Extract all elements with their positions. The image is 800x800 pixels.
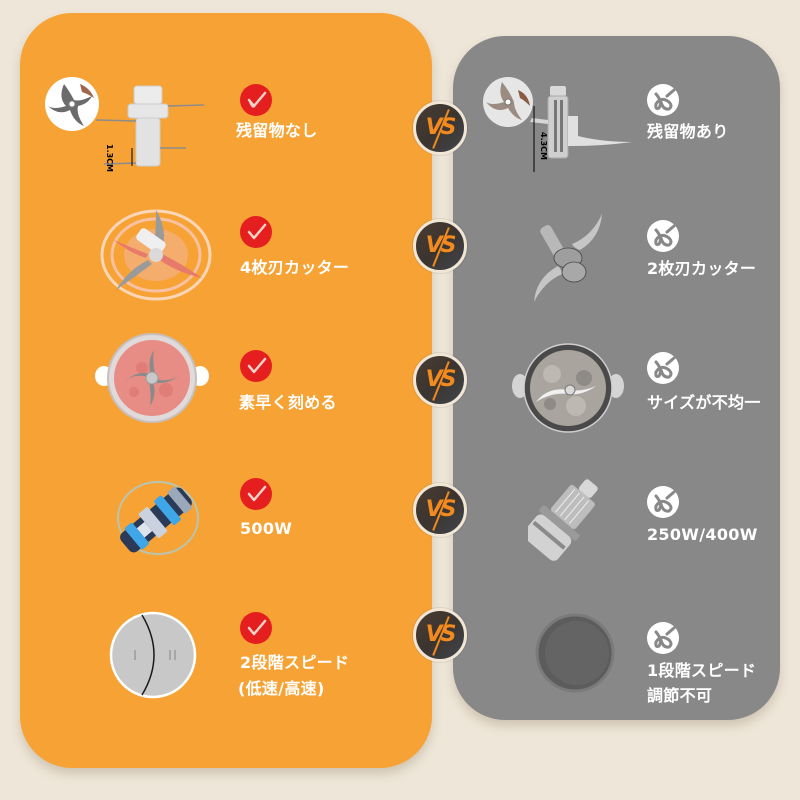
- blade-assembly-image: 1.3CM: [44, 76, 214, 176]
- blade-assembly-image-right: 4.3CM: [482, 76, 642, 176]
- vs-badge: VS: [413, 219, 467, 273]
- check-icon: [240, 84, 272, 116]
- feature-label: 500W: [240, 519, 293, 538]
- feature-label-sub: 調節不可: [647, 686, 713, 705]
- vs-badge: VS: [413, 483, 467, 537]
- feature-label: 素早く刻める: [239, 393, 337, 412]
- cross-icon: [647, 622, 679, 654]
- cross-icon: [647, 486, 679, 518]
- motor-image-right: [523, 474, 618, 574]
- check-icon: [240, 216, 272, 248]
- cross-icon: [647, 352, 679, 384]
- check-icon: [240, 478, 272, 510]
- uneven-meat-bowl-image: [512, 342, 624, 436]
- single-button-image: [534, 612, 616, 694]
- feature-label-sub: (低速/高速): [238, 679, 325, 698]
- feature-label: 250W/400W: [647, 525, 758, 544]
- minced-meat-bowl-image: [94, 332, 210, 432]
- feature-label: 2枚刃カッター: [647, 259, 757, 278]
- check-icon: [240, 350, 272, 382]
- feature-label: 残留物なし: [236, 121, 318, 140]
- cross-icon: [647, 220, 679, 252]
- cross-icon: [647, 84, 679, 116]
- check-icon: [240, 612, 272, 644]
- feature-label: 4枚刃カッター: [240, 258, 350, 277]
- measure-label-left: 1.3CM: [105, 144, 114, 173]
- left-comparison-panel: [20, 13, 432, 768]
- motor-image-left: [108, 470, 204, 570]
- vs-badge: VS: [413, 353, 467, 407]
- two-speed-button-image: [108, 610, 198, 700]
- feature-label: 残留物あり: [647, 122, 729, 141]
- two-blade-cutter-image: [528, 210, 618, 306]
- measure-label-right: 4.3CM: [539, 132, 548, 161]
- vs-badge: VS: [413, 608, 467, 662]
- four-blade-cutter-image: [96, 200, 216, 310]
- vs-badge: VS: [413, 101, 467, 155]
- feature-label: サイズが不均一: [647, 393, 761, 412]
- feature-label: 1段階スピード: [647, 661, 757, 680]
- feature-label: 2段階スピード: [240, 653, 350, 672]
